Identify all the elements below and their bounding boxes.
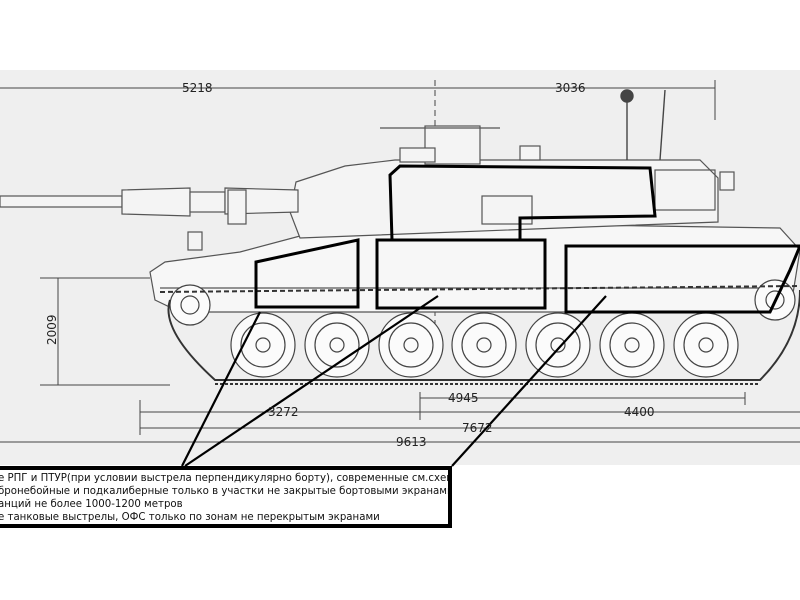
annotation-line-3: анций не более 1000-1200 метров xyxy=(0,499,183,510)
annotation-line-2: бронебойные и подкалиберные только в уча… xyxy=(0,486,452,497)
dim-wheelbase-mid: 4945 xyxy=(448,391,479,405)
annotation-line-4: е танковые выстрелы, ОФС только по зонам… xyxy=(0,512,380,523)
dim-total-length: 9613 xyxy=(396,435,427,449)
dim-wheelbase-rear: 4400 xyxy=(624,405,655,419)
annotation-box: е РПГ и ПТУР(при условии выстрела перпен… xyxy=(0,466,452,528)
annotation-line-1: е РПГ и ПТУР(при условии выстрела перпен… xyxy=(0,473,452,484)
dim-hull-length: 7672 xyxy=(462,421,493,435)
dim-height: 2009 xyxy=(45,314,59,345)
dim-top-rear: 3036 xyxy=(555,81,586,95)
tank-gun xyxy=(0,187,299,251)
armor-zone-outlines xyxy=(254,164,800,314)
dim-top-front: 5218 xyxy=(182,81,213,95)
dim-wheelbase-front: 3272 xyxy=(268,405,299,419)
dimension-lines xyxy=(0,80,800,443)
tank-turret xyxy=(289,125,735,239)
road-wheels xyxy=(169,279,796,378)
callout-leaders xyxy=(181,295,607,467)
antennas xyxy=(620,89,666,161)
